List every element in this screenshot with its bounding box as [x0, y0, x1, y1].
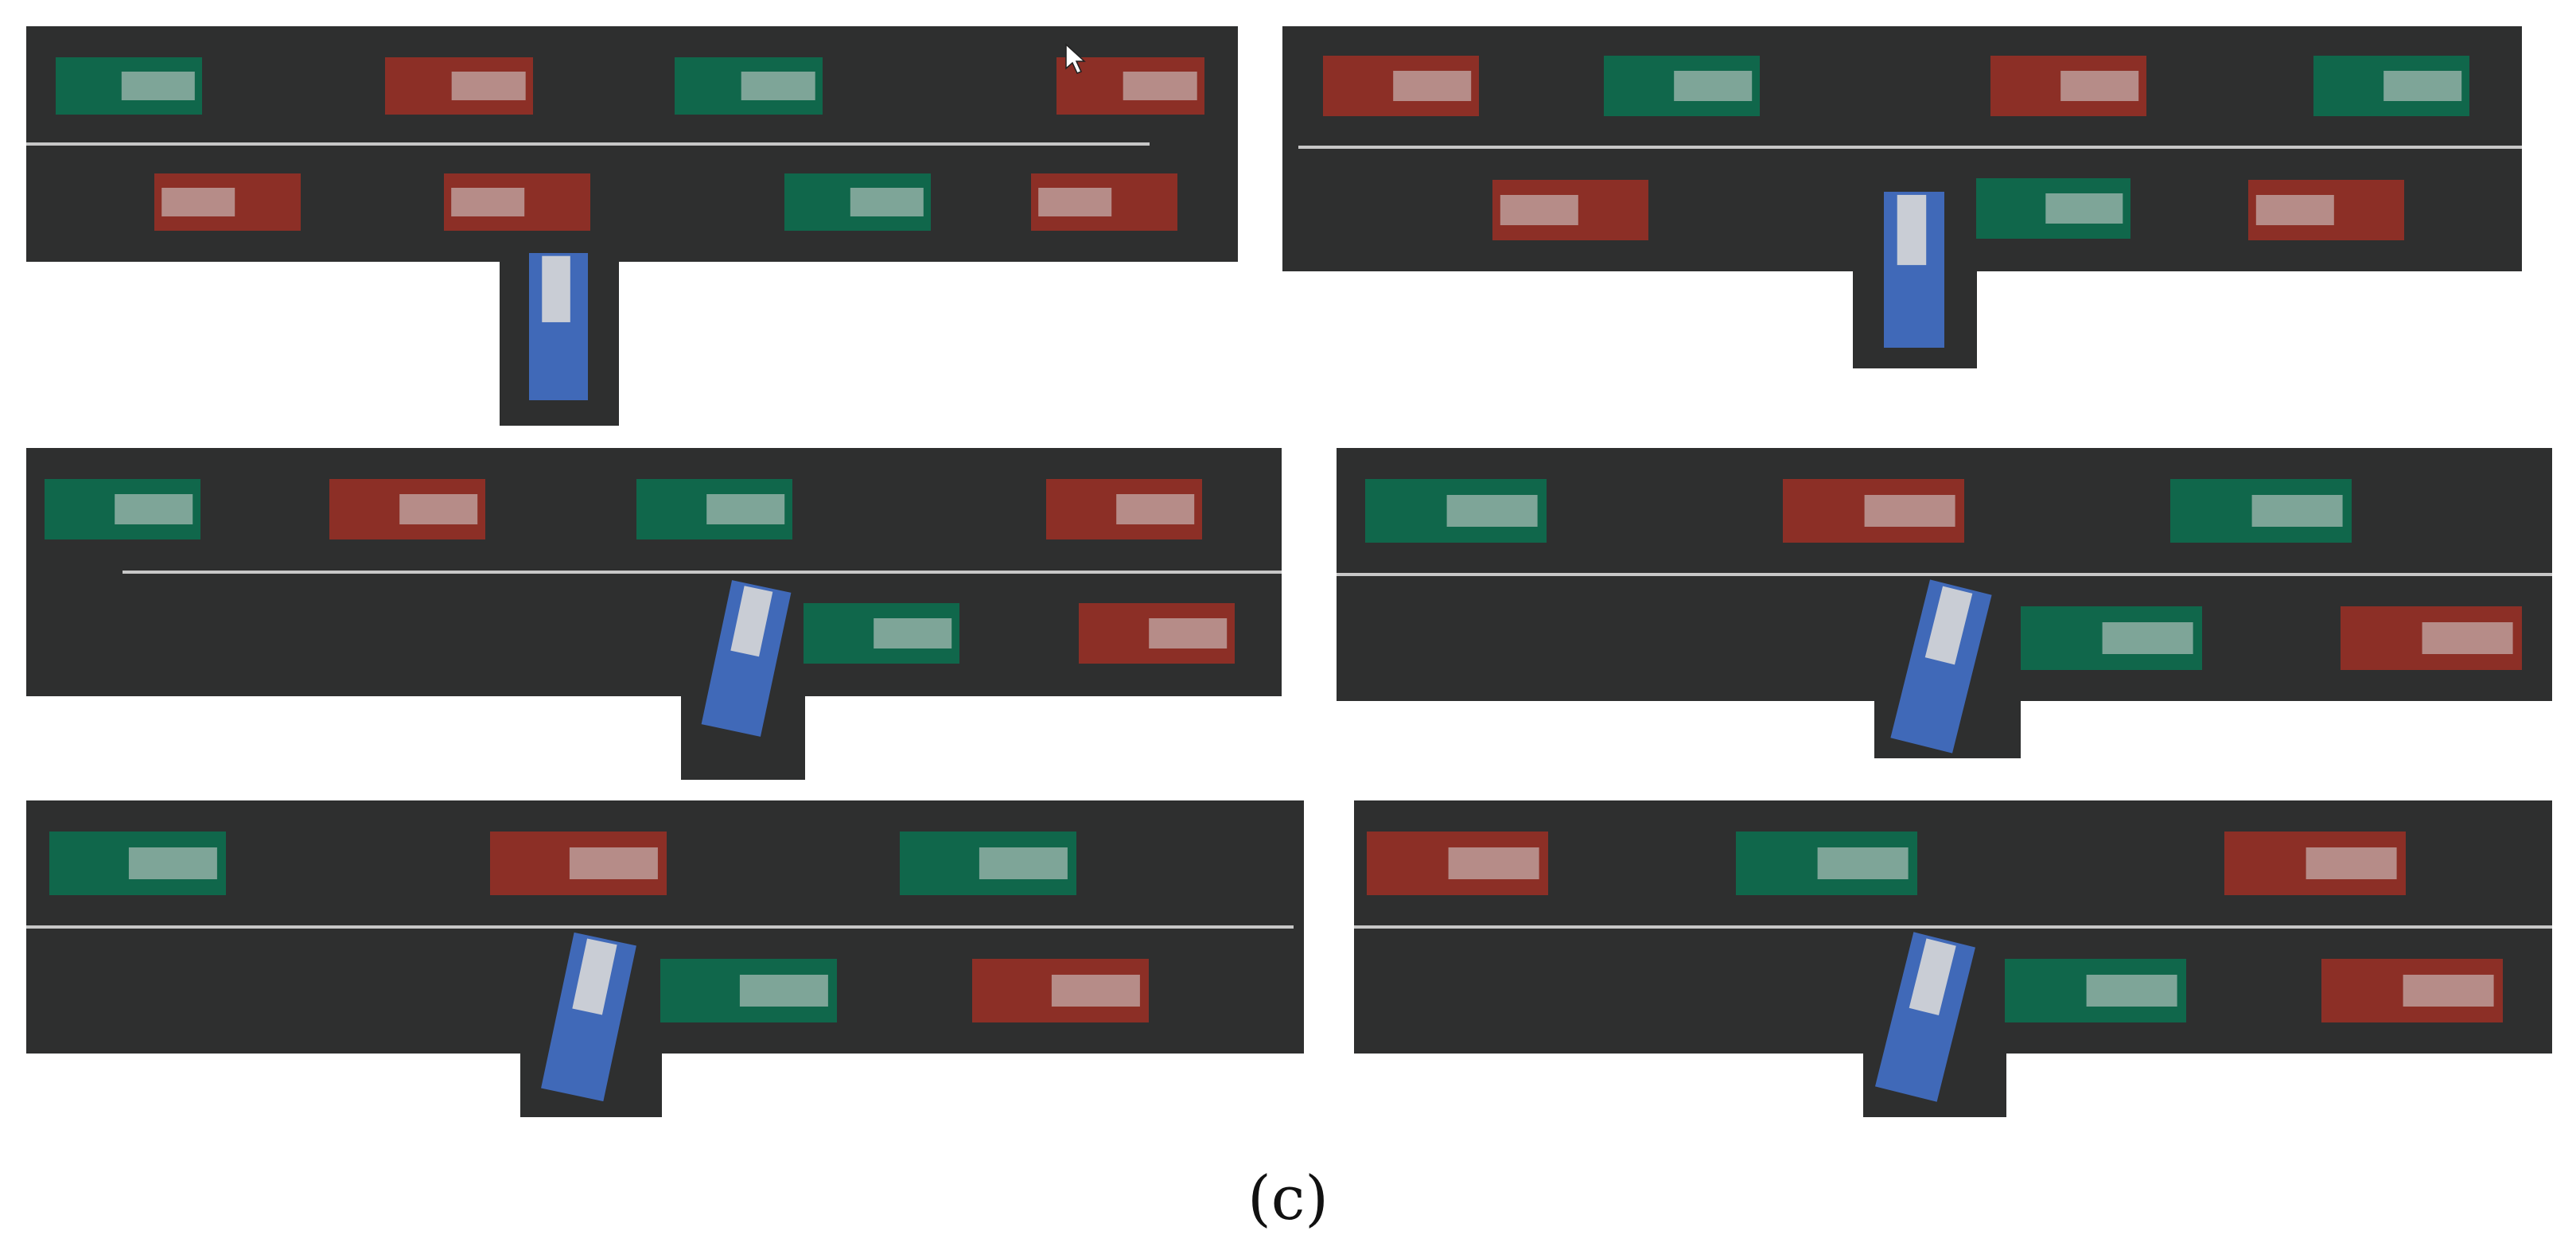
- panel-frame-6: [1354, 800, 2552, 1117]
- lower-lane-car-red: [972, 959, 1149, 1022]
- ego-car-body: [1874, 932, 1976, 1102]
- ego-car: [541, 932, 636, 1102]
- lower-lane-car-red-roof: [2255, 195, 2334, 225]
- lower-lane-car-green-roof: [739, 975, 828, 1007]
- panel-frame-5: [26, 800, 1304, 1117]
- ego-car-body: [701, 580, 792, 737]
- upper-lane-car-green-roof: [741, 72, 815, 100]
- lower-lane-car-green: [2021, 606, 2202, 670]
- upper-lane-car-red: [2224, 832, 2406, 895]
- upper-lane-car-red-roof: [1864, 495, 1955, 527]
- upper-lane-car-red-roof: [569, 847, 658, 879]
- lower-lane-car-red-roof: [1051, 975, 1140, 1007]
- upper-lane-car-red: [385, 57, 533, 115]
- upper-lane-car-red-roof: [451, 72, 526, 100]
- upper-lane-car-red: [1046, 479, 1202, 539]
- lower-lane-car-red: [2248, 180, 2404, 240]
- ego-car-roof: [730, 586, 773, 657]
- figure-caption: (c): [1247, 1163, 1329, 1233]
- ego-car: [701, 580, 792, 737]
- mouse-cursor-icon: [1065, 43, 1086, 74]
- upper-lane-car-green: [636, 479, 792, 539]
- lower-lane-car-green: [1976, 178, 2130, 239]
- upper-lane-car-green: [675, 57, 823, 115]
- lower-lane-car-green: [784, 173, 931, 231]
- upper-lane-car-green-roof: [979, 847, 1068, 879]
- upper-lane-car-green-roof: [2383, 71, 2462, 101]
- ego-car: [1874, 932, 1976, 1102]
- ego-car-roof: [1924, 586, 1973, 665]
- upper-lane-car-green-roof: [1674, 71, 1753, 101]
- ego-car: [1890, 579, 1992, 754]
- lower-lane-car-red-roof: [1149, 618, 1228, 648]
- upper-lane-car-green: [900, 832, 1076, 895]
- upper-lane-car-green: [49, 832, 226, 895]
- upper-lane-car-red: [1323, 56, 1479, 116]
- ego-car: [529, 253, 588, 400]
- lower-lane-car-green-roof: [2102, 622, 2193, 654]
- upper-lane-car-green: [1736, 832, 1917, 895]
- upper-lane-car-green: [1365, 479, 1547, 543]
- lower-lane-car-red: [2321, 959, 2503, 1022]
- ego-car-roof: [1897, 194, 1927, 266]
- ego-car-roof: [572, 938, 617, 1015]
- ego-car-body: [541, 932, 636, 1102]
- upper-lane-car-red-roof: [1123, 72, 1197, 100]
- lower-lane-car-red-roof: [161, 188, 235, 216]
- panel-frame-2: [1282, 26, 2522, 368]
- upper-lane-car-red: [1783, 479, 1964, 543]
- lower-lane-car-red: [444, 173, 590, 231]
- upper-lane-car-red: [329, 479, 485, 539]
- upper-lane-car-green-roof: [2251, 495, 2343, 527]
- upper-lane-car-red-roof: [2060, 71, 2139, 101]
- panel-frame-3: [26, 448, 1282, 780]
- panel-frame-1: [26, 26, 1238, 426]
- lower-lane-car-green-roof: [850, 188, 924, 216]
- lower-lane-car-green: [2005, 959, 2186, 1022]
- upper-lane-car-green: [45, 479, 200, 539]
- upper-lane-car-red-roof: [1393, 71, 1472, 101]
- upper-lane-car-red-roof: [1448, 847, 1539, 879]
- upper-lane-car-red-roof: [399, 494, 478, 524]
- lower-lane-car-red: [2341, 606, 2522, 670]
- lower-lane-car-green: [804, 603, 959, 664]
- upper-lane-car-red: [490, 832, 667, 895]
- lower-lane-car-green-roof: [2086, 975, 2177, 1007]
- upper-lane-car-red-roof: [2306, 847, 2397, 879]
- upper-lane-car-green-roof: [1817, 847, 1909, 879]
- upper-lane-car-green: [2170, 479, 2352, 543]
- lower-lane-car-red: [154, 173, 301, 231]
- lower-lane-car-red-roof: [451, 188, 525, 216]
- upper-lane-car-red: [1056, 57, 1204, 115]
- upper-lane-car-green-roof: [1446, 495, 1538, 527]
- ego-car-body: [1890, 579, 1992, 754]
- upper-lane-car-green: [56, 57, 202, 115]
- lower-lane-car-green-roof: [2045, 193, 2123, 224]
- upper-lane-car-green-roof: [128, 847, 217, 879]
- lower-lane-car-red-roof: [2422, 622, 2513, 654]
- lower-lane-car-red-roof: [1500, 195, 1578, 225]
- upper-lane-car-red-roof: [1116, 494, 1195, 524]
- lower-lane-car-red-roof: [1038, 188, 1112, 216]
- upper-lane-car-green: [2313, 56, 2469, 116]
- lower-lane-car-red-roof: [2403, 975, 2494, 1007]
- lower-lane-car-red: [1079, 603, 1235, 664]
- upper-lane-car-red: [1990, 56, 2146, 116]
- upper-lane-car-green-roof: [706, 494, 785, 524]
- ego-car-roof: [1909, 938, 1956, 1016]
- upper-lane-car-green-roof: [121, 72, 195, 100]
- lower-lane-car-red: [1031, 173, 1177, 231]
- upper-lane-car-green-roof: [115, 494, 193, 524]
- lower-lane-car-green: [660, 959, 837, 1022]
- panel-frame-4: [1337, 448, 2552, 758]
- ego-car-roof: [542, 255, 570, 322]
- ego-car: [1884, 192, 1944, 348]
- upper-lane-car-red: [1367, 832, 1548, 895]
- lower-lane-car-red: [1492, 180, 1648, 240]
- lower-lane-car-green-roof: [874, 618, 952, 648]
- upper-lane-car-green: [1604, 56, 1760, 116]
